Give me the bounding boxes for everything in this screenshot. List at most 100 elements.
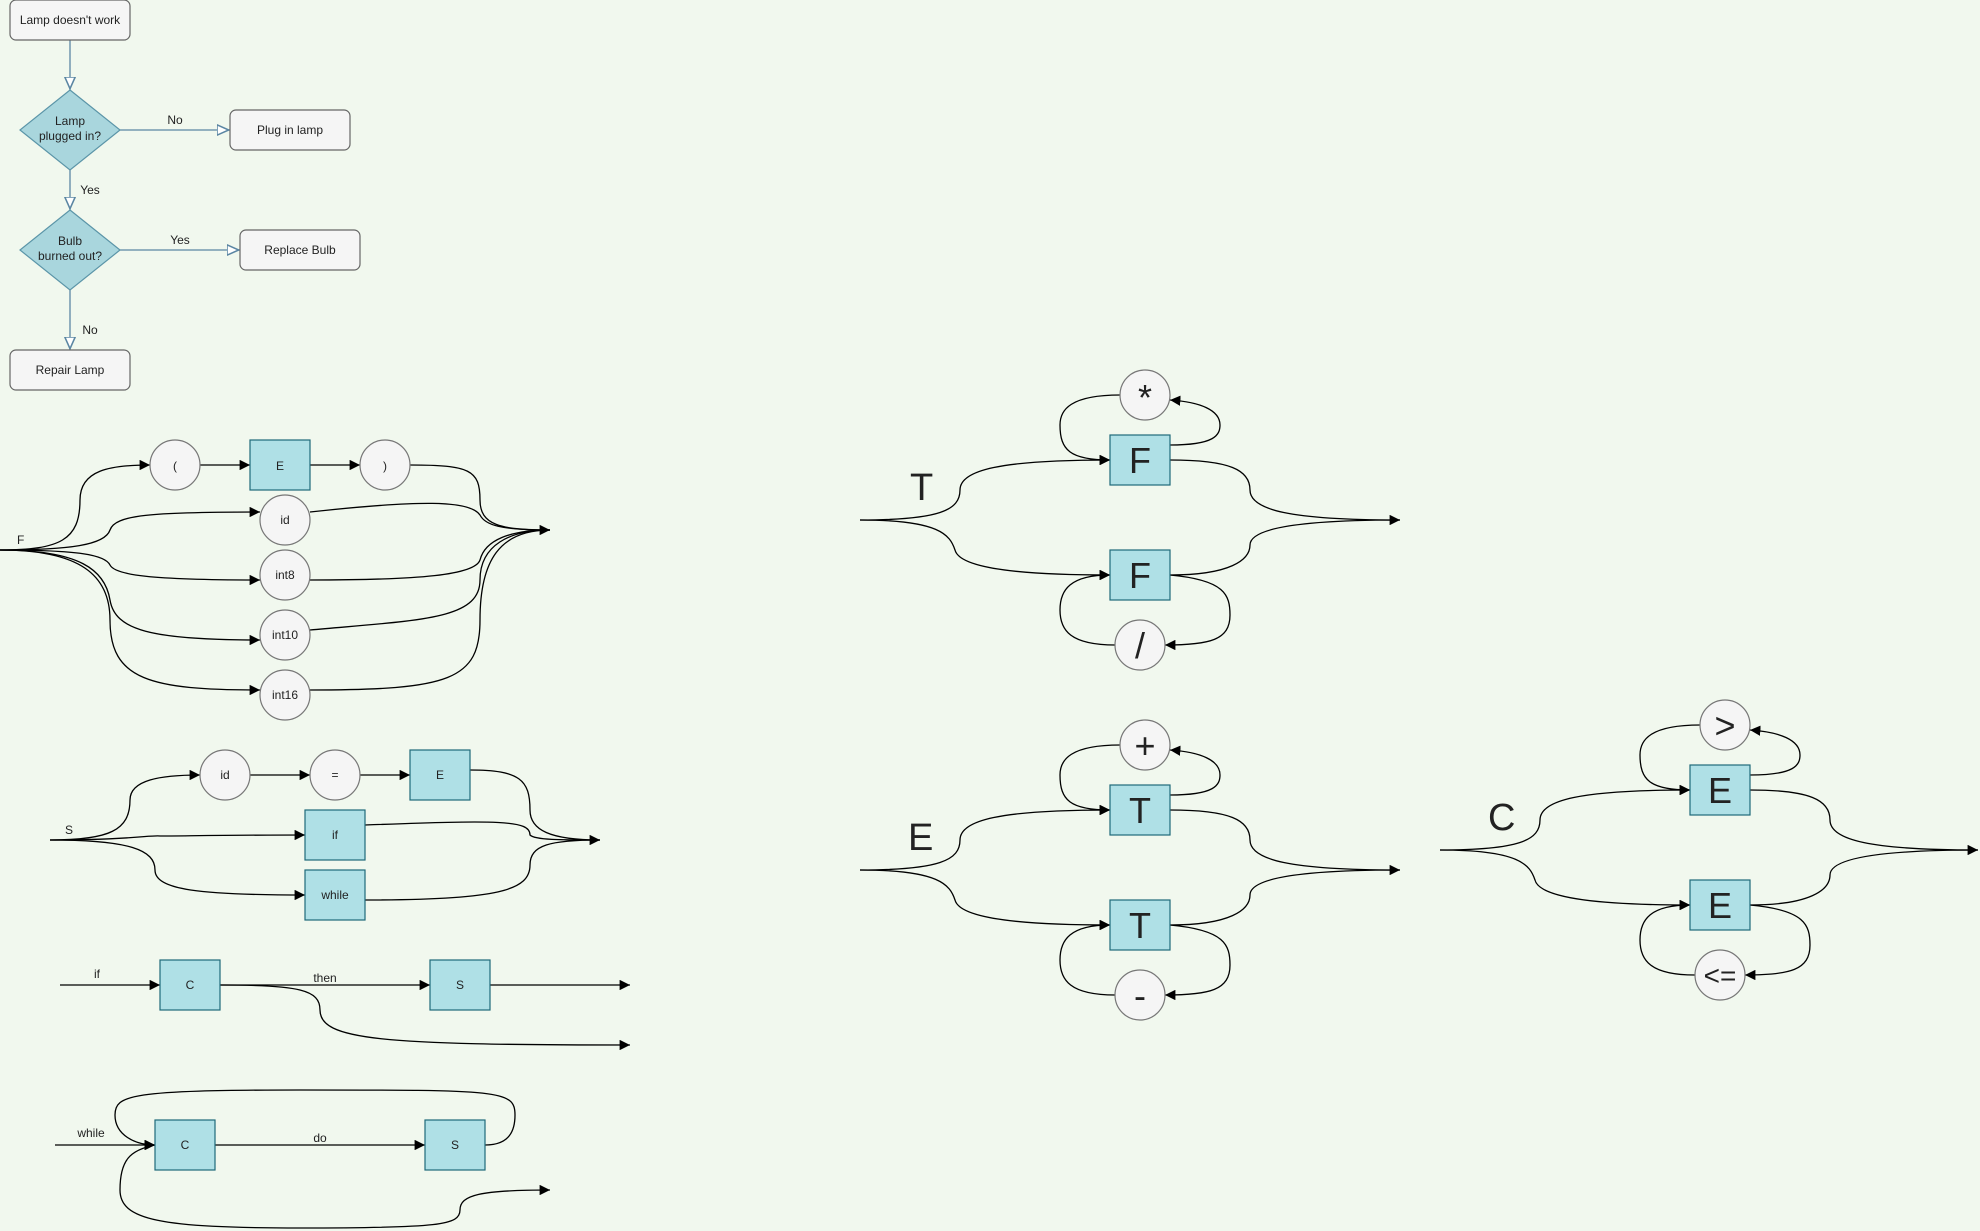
edge-f-lparen xyxy=(0,459,151,551)
edge-int16-out xyxy=(309,524,551,691)
edge-c-e2 xyxy=(1439,849,1691,911)
term-gt: > xyxy=(1699,699,1751,751)
edge-e-t1-out xyxy=(1169,809,1401,871)
term-s-id: id xyxy=(199,749,251,801)
edge-e-t1-plus xyxy=(1169,745,1221,796)
rule-while-kw: while xyxy=(76,1126,105,1140)
edge-while-exit xyxy=(119,1144,551,1229)
nonterm-s-if: if xyxy=(304,809,366,861)
nonterm-s-e-text: E xyxy=(436,768,444,782)
edge-t-star-f1 xyxy=(1059,394,1121,466)
nonterm-s-if-text: if xyxy=(332,828,339,842)
edge-e-t2-out xyxy=(1169,864,1401,926)
term-rparen: ) xyxy=(359,439,411,491)
edge-c-e2-out xyxy=(1749,844,1979,906)
edge-s-while xyxy=(49,839,306,901)
edge-if-skip xyxy=(219,984,631,1051)
nonterm-e-t2-text: T xyxy=(1129,905,1151,946)
edge-t-slash-f2 xyxy=(1059,569,1116,646)
nonterm-f-e-text: E xyxy=(276,459,284,473)
rule-f-label: F xyxy=(17,533,24,547)
fc-q1-node: Lamp plugged in? xyxy=(19,89,121,171)
term-int16: int16 xyxy=(259,669,311,721)
fc-yes1-label: Yes xyxy=(80,183,100,197)
rule-c-diagram: C > E E <= xyxy=(1439,699,1979,1001)
nonterm-while-c: C xyxy=(154,1119,216,1171)
term-plus: + xyxy=(1119,719,1171,771)
edge-c-e1-gt xyxy=(1749,725,1801,776)
term-int8: int8 xyxy=(259,549,311,601)
fc-replace-node: Replace Bulb xyxy=(239,229,361,271)
edge-t-f1-star xyxy=(1169,395,1221,446)
term-s-eq-text: = xyxy=(331,768,338,782)
nonterm-if-c-text: C xyxy=(186,978,195,992)
rule-t-diagram: T * F F / xyxy=(859,369,1401,671)
nonterm-c-e2-text: E xyxy=(1708,885,1732,926)
fc-repair-label: Repair Lamp xyxy=(36,363,105,377)
edge-t-f2 xyxy=(859,519,1111,581)
term-plus-text: + xyxy=(1134,725,1155,766)
nonterm-c-e1-text: E xyxy=(1708,770,1732,811)
fc-replace-label: Replace Bulb xyxy=(264,243,336,257)
nonterm-s-while: while xyxy=(304,869,366,921)
rule-f-diagram: F ( E ) id int8 xyxy=(0,439,551,721)
edge-f-int10 xyxy=(0,549,261,646)
edge-t-f2-out xyxy=(1169,514,1401,576)
edge-e-plus-t1 xyxy=(1059,744,1121,816)
term-rparen-text: ) xyxy=(383,459,387,473)
edge-s-if-out xyxy=(364,821,601,841)
nonterm-if-s-text: S xyxy=(456,978,464,992)
term-s-id-text: id xyxy=(220,768,229,782)
fc-plug-node: Plug in lamp xyxy=(229,109,351,151)
term-s-eq: = xyxy=(309,749,361,801)
edge-t-f1 xyxy=(859,454,1111,521)
rule-s-label: S xyxy=(65,823,73,837)
term-star: * xyxy=(1119,369,1171,421)
edge-id-out xyxy=(309,502,551,531)
edge-s-e-out xyxy=(469,769,601,841)
edge-e-t1 xyxy=(859,804,1111,871)
lamp-flowchart: Lamp doesn't work Lamp plugged in? Plug … xyxy=(9,0,361,391)
term-lparen: ( xyxy=(149,439,201,491)
edge-s-while-out xyxy=(364,834,601,901)
nonterm-while-s-text: S xyxy=(451,1138,459,1152)
term-slash-text: / xyxy=(1135,625,1145,666)
edge-f-id xyxy=(0,506,261,551)
fc-q2-line1: Bulb xyxy=(58,234,82,248)
edge-f-int8 xyxy=(0,549,261,586)
fc-q1-line2: plugged in? xyxy=(39,129,101,143)
term-id-text: id xyxy=(280,513,289,527)
edge-rparen-out xyxy=(409,464,551,531)
edge-e-t2 xyxy=(859,869,1111,931)
edge-c-e2-le xyxy=(1744,904,1811,981)
rule-if-diagram: if then C S xyxy=(60,959,631,1051)
term-gt-text: > xyxy=(1714,705,1735,746)
term-id: id xyxy=(259,494,311,546)
edge-s-id xyxy=(49,769,201,841)
edge-f-int16 xyxy=(0,549,261,696)
edge-s-if xyxy=(49,829,306,841)
edge-c-gt-e1 xyxy=(1639,724,1701,796)
term-minus-text: - xyxy=(1134,975,1146,1016)
nonterm-e-t2: T xyxy=(1109,899,1171,951)
fc-repair-node: Repair Lamp xyxy=(9,349,131,391)
edge-int8-out xyxy=(309,529,551,581)
nonterm-while-s: S xyxy=(424,1119,486,1171)
fc-plug-label: Plug in lamp xyxy=(257,123,323,137)
term-int16-text: int16 xyxy=(272,688,298,702)
nonterm-c-e2: E xyxy=(1689,879,1751,931)
edge-t-f2-slash xyxy=(1164,574,1231,651)
edge-c-e1 xyxy=(1439,784,1691,851)
rule-if-then-label: then xyxy=(313,971,336,985)
rule-while-diagram: while do C S xyxy=(55,1089,551,1229)
nonterm-f-e: E xyxy=(249,439,311,491)
term-le: <= xyxy=(1694,949,1746,1001)
nonterm-t-f2-text: F xyxy=(1129,555,1151,596)
rule-while-do-label: do xyxy=(313,1131,327,1145)
rule-t-label: T xyxy=(910,467,933,509)
fc-start-label: Lamp doesn't work xyxy=(20,13,121,27)
rule-c-label: C xyxy=(1488,797,1515,839)
nonterm-e-t1-text: T xyxy=(1129,790,1151,831)
fc-q2-node: Bulb burned out? xyxy=(19,209,121,291)
nonterm-while-c-text: C xyxy=(181,1138,190,1152)
